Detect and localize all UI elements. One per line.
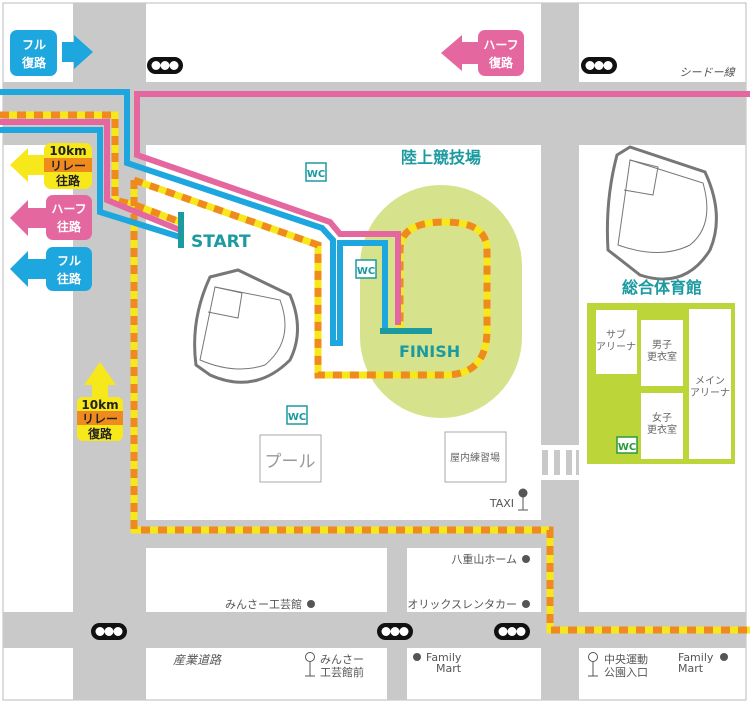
- poi-taxi: TAXI: [489, 497, 514, 510]
- poi-dot-icon: [522, 600, 530, 608]
- svg-text:復路: 復路: [21, 55, 47, 70]
- room-main-arena: [689, 309, 731, 459]
- poi-orix: オリックスレンタカー: [407, 598, 517, 611]
- indoor-practice-building: [444, 431, 507, 483]
- arrow-left-icon: [10, 251, 48, 287]
- road-middle: [146, 520, 541, 548]
- wc-icon: WC: [305, 162, 327, 182]
- road-name-shido: シードー線: [680, 66, 737, 79]
- bus-stop-minsa-2: 工芸館前: [320, 665, 364, 679]
- svg-text:復路: 復路: [87, 426, 113, 441]
- finish-label: FINISH: [399, 342, 460, 361]
- sign-full-return: フル 復路: [10, 30, 93, 76]
- poi-dot-icon: [307, 600, 315, 608]
- road-name-sangyo: 産業道路: [173, 653, 222, 667]
- bus-stop-icon: [305, 652, 315, 677]
- finish-line: [380, 328, 432, 334]
- traffic-light-icon: [91, 623, 127, 640]
- relay-route: [0, 111, 750, 634]
- baseball-stadium: [193, 268, 299, 384]
- label-main-1: メイン: [695, 376, 725, 387]
- svg-text:10km: 10km: [49, 144, 86, 158]
- svg-text:往路: 往路: [57, 271, 82, 286]
- traffic-light-icon: [581, 57, 617, 74]
- arrow-left-icon: [10, 200, 48, 236]
- multipurpose-stadium: [605, 145, 718, 281]
- sign-relay-return: 10km リレー 復路: [77, 362, 123, 441]
- svg-text:リレー: リレー: [82, 412, 118, 426]
- svg-text:ハーフ: ハーフ: [51, 202, 86, 216]
- poi-dot-icon: [413, 653, 421, 661]
- svg-text:10km: 10km: [81, 398, 118, 412]
- traffic-light-icon: [147, 57, 183, 74]
- poi-dot-icon: [720, 653, 728, 661]
- traffic-light-icon: [494, 623, 530, 640]
- svg-text:WC: WC: [307, 169, 325, 180]
- pool-label: プール: [265, 452, 316, 472]
- label-women-2: 更衣室: [647, 423, 677, 436]
- svg-text:フル: フル: [22, 38, 46, 52]
- taxi-stand-icon: [518, 488, 528, 511]
- full-route: [0, 89, 388, 346]
- poi-familymart-2b: Mart: [678, 662, 704, 675]
- svg-text:復路: 復路: [488, 55, 514, 70]
- svg-text:往路: 往路: [56, 173, 81, 188]
- road-center: [541, 3, 579, 445]
- label-sub-arena-1: サブ: [606, 328, 626, 341]
- poi-minsa: みんさー工芸館: [225, 597, 302, 611]
- sign-half-out: ハーフ 往路: [10, 195, 92, 240]
- wc-icon: [616, 436, 638, 454]
- indoor-label: 屋内練習場: [450, 451, 500, 464]
- room-sub-arena: [596, 310, 637, 374]
- poi-dot-icon: [522, 555, 530, 563]
- half-route: [0, 91, 750, 325]
- svg-text:WC: WC: [357, 266, 375, 277]
- pool-building: [259, 434, 322, 483]
- arrow-up-icon: [84, 362, 116, 398]
- poi-familymart-1: Family: [426, 651, 462, 664]
- start-label: START: [191, 232, 251, 252]
- wc-icon: WC: [286, 405, 308, 425]
- wc-label: WC: [618, 442, 636, 453]
- arrow-left-icon: [10, 148, 45, 182]
- start-line: [178, 212, 184, 248]
- room-men-locker: [641, 320, 683, 386]
- label-sub-arena-2: アリーナ: [596, 341, 636, 353]
- crosswalk: [542, 450, 579, 475]
- svg-text:往路: 往路: [57, 219, 82, 234]
- bus-stop-icon: [588, 652, 598, 677]
- label-women-1: 女子: [652, 411, 672, 424]
- poi-familymart-1b: Mart: [436, 662, 462, 675]
- bus-stop-chuo-1: 中央運動: [604, 652, 648, 666]
- poi-familymart-2: Family: [678, 651, 714, 664]
- arrow-left-icon: [441, 35, 484, 71]
- stadium-title: 陸上競技場: [401, 148, 481, 167]
- label-men-2: 更衣室: [647, 350, 677, 363]
- svg-text:ハーフ: ハーフ: [483, 38, 518, 52]
- svg-text:フル: フル: [57, 254, 81, 268]
- arrow-right-icon: [62, 35, 93, 69]
- sign-full-out: フル 往路: [10, 247, 92, 291]
- gym-title: 総合体育館: [622, 278, 702, 297]
- label-main-2: アリーナ: [690, 387, 730, 399]
- sign-relay-out: 10km リレー 往路: [10, 143, 92, 189]
- svg-text:リレー: リレー: [50, 159, 86, 173]
- bus-stop-minsa-1: みんさー: [320, 653, 364, 666]
- wc-icon: WC: [355, 259, 377, 279]
- room-women-locker: [641, 393, 683, 459]
- svg-text:WC: WC: [288, 412, 306, 423]
- label-men-1: 男子: [652, 339, 672, 351]
- traffic-light-icon: [377, 623, 413, 640]
- bus-stop-chuo-2: 公園入口: [604, 666, 648, 679]
- poi-yaeyama: 八重山ホーム: [451, 552, 517, 566]
- sign-half-return: ハーフ 復路: [441, 30, 524, 76]
